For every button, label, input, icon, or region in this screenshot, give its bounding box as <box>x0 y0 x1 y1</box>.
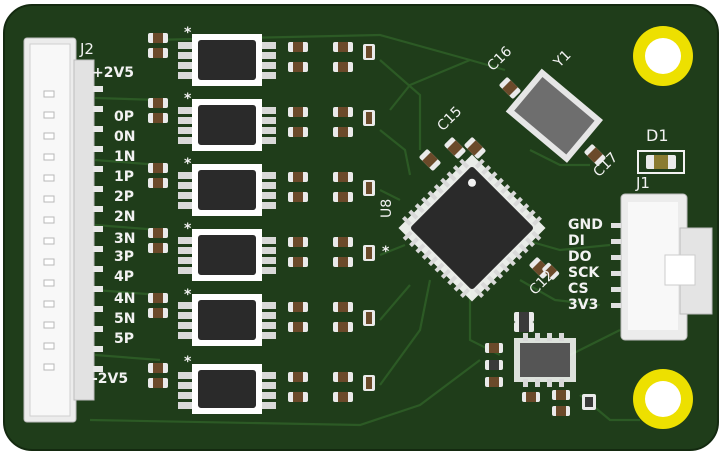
j2-pin-label-2: 0N <box>114 129 136 145</box>
connector-j2 <box>23 37 103 423</box>
ref-d1: D1 <box>646 126 669 145</box>
pin1-marker-5: * <box>184 287 192 303</box>
decoupling-capacitors <box>419 77 606 280</box>
j2-pin-label-5: 2P <box>114 189 135 205</box>
pin1-marker-1: * <box>184 25 192 41</box>
mcu-u8 <box>398 154 546 302</box>
j2-pin-label-9: 4P <box>114 269 135 285</box>
led-d1 <box>637 150 685 174</box>
j2-pin-label-11: 5N <box>114 311 136 327</box>
mounting-hole-top <box>633 26 693 86</box>
amplifier-ic-2 <box>148 98 375 151</box>
j1-pin-label-4: CS <box>568 281 589 297</box>
crystal-y1 <box>505 68 603 163</box>
mounting-hole-bottom <box>633 369 693 429</box>
amplifier-ic-4 <box>148 228 375 281</box>
connector-j1 <box>611 193 713 341</box>
j1-pin-label-1: DI <box>568 233 585 249</box>
j2-pin-label-8: 3P <box>114 249 135 265</box>
passive-components-lower <box>485 312 596 416</box>
ref-j2: J2 <box>80 40 94 58</box>
j2-pin-label-12: 5P <box>114 331 135 347</box>
regulator-ic <box>514 333 576 387</box>
amplifier-ic-3 <box>148 163 375 216</box>
j2-pin-label-6: 2N <box>114 209 136 225</box>
pin1-marker-6: * <box>184 354 192 370</box>
j2-pin-slots <box>43 90 55 371</box>
j2-pads <box>93 86 103 372</box>
amplifier-ic-5 <box>148 293 375 346</box>
pin1-marker-4: * <box>184 221 192 237</box>
j2-pin-label-7: 3N <box>114 231 136 247</box>
j2-pin-label-13: -2V5 <box>92 371 129 387</box>
amplifier-ic-6 <box>148 363 375 414</box>
amplifier-ic-1 <box>148 33 375 86</box>
j2-pin-label-0: +2V5 <box>92 65 135 81</box>
j1-pin-label-2: DO <box>568 249 592 265</box>
pin1-marker-2: * <box>184 91 192 107</box>
ref-u8: U8 <box>379 198 395 218</box>
pin1-marker-3: * <box>184 156 192 172</box>
j2-pin-label-1: 0P <box>114 109 135 125</box>
j1-pin-label-3: SCK <box>568 265 600 281</box>
j2-pin-label-10: 4N <box>114 291 136 307</box>
j1-pin-label-0: GND <box>568 217 603 233</box>
j1-pin-label-5: 3V3 <box>568 297 599 313</box>
ref-j1: J1 <box>636 174 650 192</box>
pin1-marker-u8: * <box>382 244 390 260</box>
j2-pin-label-4: 1P <box>114 169 135 185</box>
j2-pin-label-3: 1N <box>114 149 136 165</box>
